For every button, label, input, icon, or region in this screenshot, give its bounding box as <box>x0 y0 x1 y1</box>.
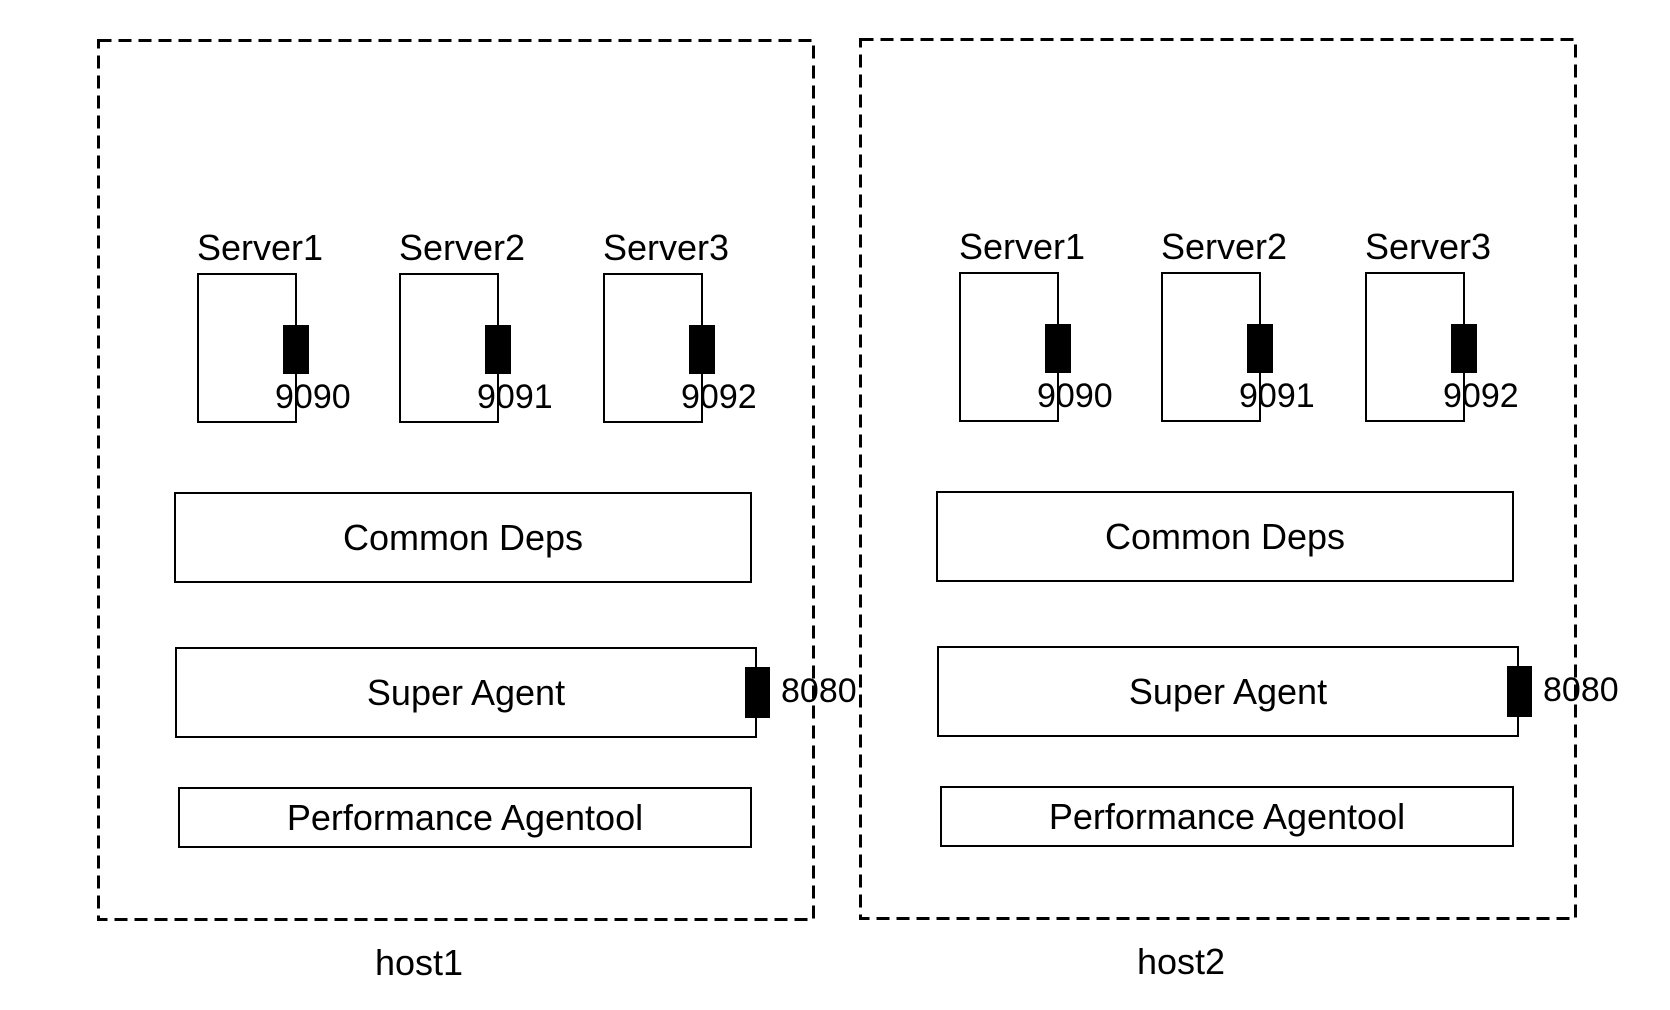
port-marker <box>1451 324 1477 373</box>
port-number-label: 9091 <box>1239 377 1315 415</box>
server-box <box>1161 272 1261 422</box>
port-marker <box>283 325 309 374</box>
server-name-label: Server1 <box>197 227 324 268</box>
port-number-label: 9090 <box>1037 377 1113 415</box>
port-number-label: 9092 <box>1443 377 1519 415</box>
common-deps-box: Common Deps <box>174 492 752 583</box>
super-agent-port-label: 8080 <box>1543 671 1619 709</box>
performance-agentool-box: Performance Agentool <box>178 787 752 848</box>
host2-server2: Server2 9091 <box>1161 38 1361 458</box>
server-name-label: Server3 <box>603 227 730 268</box>
host1-dashed-boundary <box>97 39 815 921</box>
super-agent-port-marker <box>745 667 770 718</box>
host1-container: Server1 9090 Server2 9091 Server3 9092 C… <box>97 39 857 982</box>
host-name-label: host1 <box>374 942 464 983</box>
host1-server1: Server1 9090 <box>197 39 397 459</box>
host-name-label: host2 <box>1136 941 1226 982</box>
port-number-label: 9092 <box>681 378 757 416</box>
port-marker <box>1247 324 1273 373</box>
port-marker <box>1045 324 1071 373</box>
port-marker <box>485 325 511 374</box>
port-number-label: 9091 <box>477 378 553 416</box>
host2-server3: Server3 9092 <box>1365 38 1565 458</box>
super-agent-port-label: 8080 <box>781 672 857 710</box>
port-marker <box>689 325 715 374</box>
server-name-label: Server2 <box>399 227 526 268</box>
super-agent-port-marker <box>1507 666 1532 717</box>
server-name-label: Server1 <box>959 226 1086 267</box>
performance-agentool-box: Performance Agentool <box>940 786 1514 847</box>
super-agent-box: Super Agent <box>175 647 757 738</box>
host1-server2: Server2 9091 <box>399 39 599 459</box>
server-box <box>959 272 1059 422</box>
server-name-label: Server2 <box>1161 226 1288 267</box>
host2-dashed-boundary <box>859 38 1577 920</box>
host1-server3: Server3 9092 <box>603 39 803 459</box>
server-box <box>1365 272 1465 422</box>
server-name-label: Server3 <box>1365 226 1492 267</box>
super-agent-box: Super Agent <box>937 646 1519 737</box>
host2-server1: Server1 9090 <box>959 38 1159 458</box>
host2-container: Server1 9090 Server2 9091 Server3 9092 C… <box>859 38 1619 981</box>
port-number-label: 9090 <box>275 378 351 416</box>
common-deps-box: Common Deps <box>936 491 1514 582</box>
